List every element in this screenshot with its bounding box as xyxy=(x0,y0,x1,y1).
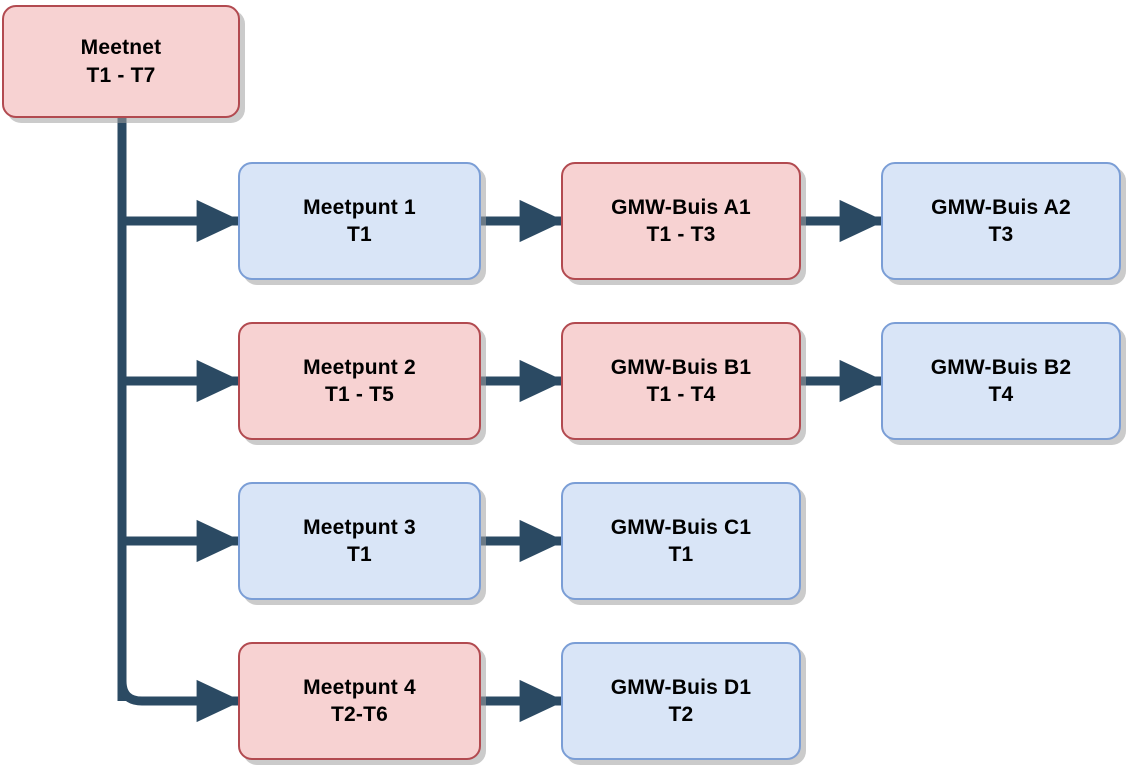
node-gmw-buis-c1[interactable]: GMW-Buis C1 T1 xyxy=(561,482,801,600)
node-gmw-buis-a1-subtitle: T1 - T3 xyxy=(646,223,716,246)
node-gmw-buis-d1[interactable]: GMW-Buis D1 T2 xyxy=(561,642,801,760)
node-meetpunt-3-title: Meetpunt 3 xyxy=(303,515,416,539)
node-gmw-buis-c1-subtitle: T1 xyxy=(668,543,694,566)
node-meetnet-subtitle: T1 - T7 xyxy=(86,63,156,87)
node-gmw-buis-a1[interactable]: GMW-Buis A1 T1 - T3 xyxy=(561,162,801,280)
node-meetpunt-4[interactable]: Meetpunt 4 T2-T6 xyxy=(238,642,481,760)
node-meetpunt-1[interactable]: Meetpunt 1 T1 xyxy=(238,162,481,280)
node-meetpunt-4-subtitle: T2-T6 xyxy=(330,703,388,726)
node-gmw-buis-b1-title: GMW-Buis B1 xyxy=(610,355,752,379)
node-meetpunt-3[interactable]: Meetpunt 3 T1 xyxy=(238,482,481,600)
branch-arrow-meetpunt-4 xyxy=(117,679,242,723)
node-meetpunt-1-title: Meetpunt 1 xyxy=(303,195,416,219)
node-gmw-buis-a2-subtitle: T3 xyxy=(988,223,1014,246)
node-gmw-buis-b2[interactable]: GMW-Buis B2 T4 xyxy=(881,322,1121,440)
node-gmw-buis-a2[interactable]: GMW-Buis A2 T3 xyxy=(881,162,1121,280)
node-meetpunt-1-subtitle: T1 xyxy=(347,223,372,246)
node-gmw-buis-d1-subtitle: T2 xyxy=(668,703,694,726)
node-meetnet[interactable]: Meetnet T1 - T7 xyxy=(2,5,240,118)
node-gmw-buis-b2-subtitle: T4 xyxy=(988,383,1014,406)
node-gmw-buis-b2-title: GMW-Buis B2 xyxy=(930,355,1072,379)
node-gmw-buis-a2-title: GMW-Buis A2 xyxy=(931,195,1071,219)
node-gmw-buis-b1-subtitle: T1 - T4 xyxy=(646,383,716,406)
node-gmw-buis-c1-title: GMW-Buis C1 xyxy=(610,515,752,539)
node-gmw-buis-d1-title: GMW-Buis D1 xyxy=(610,675,752,699)
node-meetpunt-2[interactable]: Meetpunt 2 T1 - T5 xyxy=(238,322,481,440)
node-meetpunt-3-subtitle: T1 xyxy=(347,543,372,566)
node-meetpunt-4-title: Meetpunt 4 xyxy=(303,675,416,699)
node-meetpunt-2-title: Meetpunt 2 xyxy=(303,355,416,379)
node-gmw-buis-a1-title: GMW-Buis A1 xyxy=(611,195,751,219)
node-gmw-buis-b1[interactable]: GMW-Buis B1 T1 - T4 xyxy=(561,322,801,440)
node-meetnet-title: Meetnet xyxy=(80,36,162,60)
node-meetpunt-2-subtitle: T1 - T5 xyxy=(324,383,395,406)
